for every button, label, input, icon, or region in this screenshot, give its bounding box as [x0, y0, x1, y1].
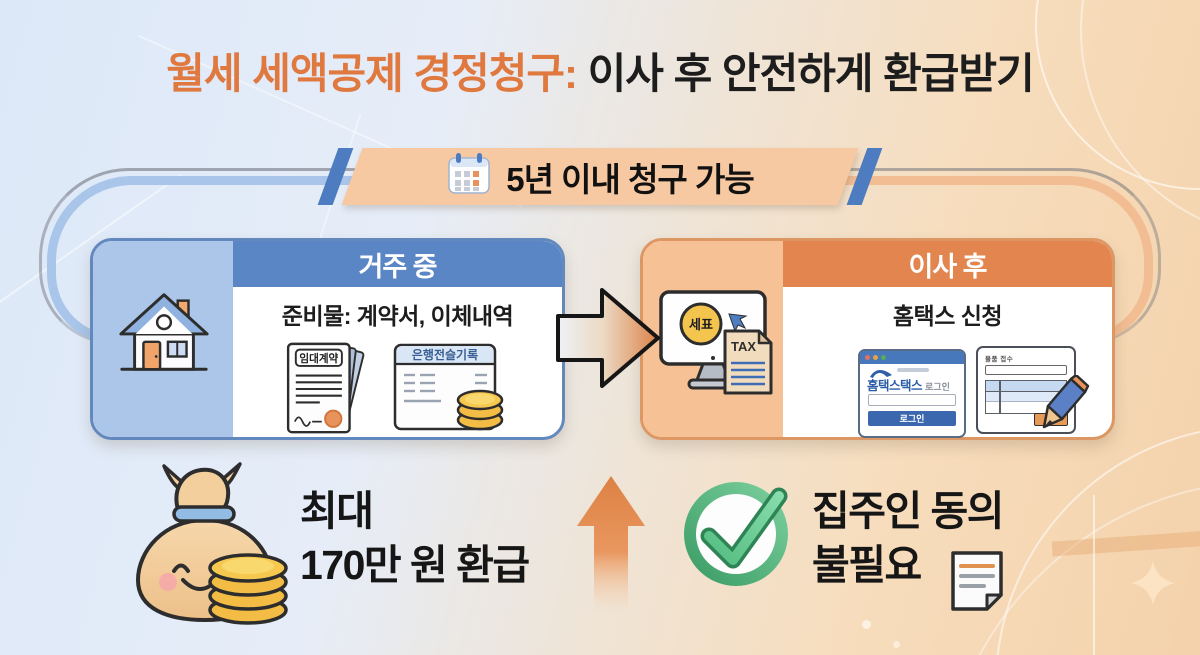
card-living-header-label: 거주 중	[358, 251, 437, 282]
card-after-move-panel: 세표 TAX	[643, 241, 783, 437]
form-caption: 물품 접수	[985, 356, 1014, 363]
card-living: 거주 중 준비물: 계약서, 이체내역 임대계약	[90, 238, 565, 440]
coins-icon	[456, 389, 503, 431]
coin-stack-icon	[208, 553, 288, 625]
tax-monitor-icon: 세표 TAX	[651, 287, 787, 413]
bank-record-doc-icon: 은행전슬기록	[391, 341, 515, 442]
card-after-move-header: 이사 후	[783, 241, 1112, 287]
mock-login-button: 로그인	[868, 411, 956, 426]
page-title: 월세 세액공제 경정청구: 이사 후 안전하게 환급받기	[0, 40, 1200, 101]
card-living-panel	[93, 241, 233, 437]
refund-line1: 최대	[300, 488, 374, 534]
memo-doc-icon	[946, 549, 1008, 618]
hometax-brand-suffix: 로그인	[925, 382, 950, 392]
window-dot-green	[881, 355, 886, 360]
money-bag-icon	[112, 458, 297, 635]
consent-line2: 불필요	[812, 542, 922, 589]
bg-dot	[862, 620, 871, 629]
card-living-header: 거주 중	[233, 241, 562, 287]
title-highlight: 월세 세액공제 경정청구:	[166, 50, 578, 97]
calendar-icon	[446, 151, 492, 202]
svg-text:임대계약: 임대계약	[299, 352, 338, 365]
hometax-brand-text: 홈택스택스	[867, 379, 923, 393]
mock-form-input	[985, 365, 1067, 375]
refund-highlight: 최대 170만 원 환급	[300, 484, 530, 592]
window-dot-red	[865, 355, 870, 360]
tax-document-icon: TAX	[723, 329, 773, 395]
bg-band	[1051, 530, 1200, 557]
refund-line2: 170만 원 환급	[300, 542, 530, 589]
hometax-roof-icon	[869, 365, 893, 383]
bg-arc	[995, 425, 1200, 655]
svg-text:TAX: TAX	[731, 339, 756, 354]
up-arrow-icon	[577, 476, 645, 619]
title-main: 이사 후 안전하게 환급받기	[577, 50, 1035, 97]
sparkle-icon	[1130, 560, 1176, 611]
pencil-icon	[1042, 373, 1090, 436]
window-dot-yellow	[873, 355, 878, 360]
svg-text:세표: 세표	[689, 317, 713, 332]
browser-titlebar	[860, 351, 964, 364]
svg-text:은행전슬기록: 은행전슬기록	[411, 347, 477, 362]
house-icon	[115, 283, 213, 381]
logo-fine-print	[897, 368, 929, 372]
lease-contract-doc-icon: 임대계약	[281, 341, 373, 442]
bg-line	[1093, 495, 1095, 655]
consent-line1: 집주인 동의	[812, 488, 1005, 534]
flow-arrow-icon	[556, 282, 664, 399]
check-circle-icon	[676, 470, 800, 601]
card-after-move-header-label: 이사 후	[908, 251, 987, 282]
deadline-banner: 5년 이내 청구 가능	[317, 148, 883, 205]
card-living-subtitle: 준비물: 계약서, 이체내역	[281, 303, 514, 329]
banner-label: 5년 이내 청구 가능	[506, 160, 754, 198]
consent-highlight: 집주인 동의 불필요	[812, 484, 1005, 592]
application-form-window: 물품 접수	[976, 346, 1090, 434]
card-after-move-subtitle: 홈택스 신청	[892, 303, 1003, 329]
card-after-move: 세표 TAX 이	[640, 238, 1115, 440]
mock-login-input	[868, 394, 956, 406]
bg-dot	[893, 641, 900, 648]
